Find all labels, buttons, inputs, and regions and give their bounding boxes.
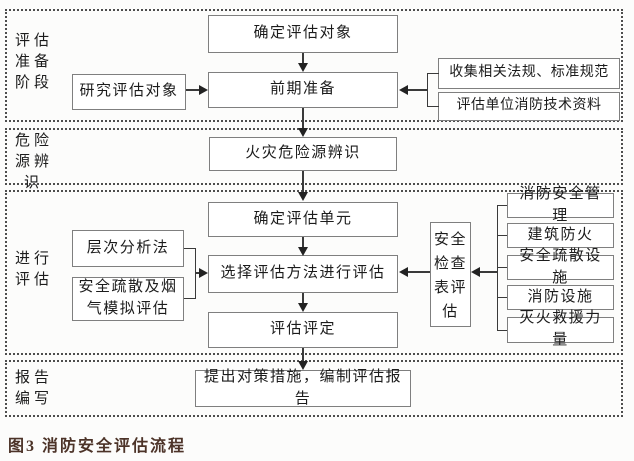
flow-box-ahp-method: 层次分析法: [72, 230, 184, 267]
arrow-down-icon: [298, 63, 308, 72]
stage-label-line: 源辨: [15, 154, 54, 170]
checklist-item-box: 安全疏散设施: [507, 248, 614, 286]
stage-label-line: 识: [24, 175, 40, 191]
bracket-line: [497, 235, 507, 236]
stage-label-preparation: 评估 准备 阶段: [15, 31, 53, 94]
arrow-line: [407, 271, 430, 273]
bracket-line: [497, 297, 507, 298]
stage-label-line: 评估: [15, 272, 54, 288]
arrow-down-icon: [298, 303, 308, 312]
bracket-line: [427, 73, 439, 74]
bracket-line: [497, 267, 507, 268]
arrow-right-icon: [199, 85, 208, 95]
stage-hazard-identification: [5, 128, 623, 185]
arrow-down-icon: [298, 361, 308, 370]
bracket-line: [184, 298, 196, 299]
flow-box-preparation: 前期准备: [208, 72, 398, 108]
stage-label-hazard-identification: 危险 源辨 识: [15, 131, 53, 194]
arrow-down-icon: [298, 192, 308, 201]
arrow-left-icon: [399, 85, 408, 95]
flow-box-fire-hazard-identification: 火灾危险源辨识: [209, 137, 397, 171]
flow-box-determine-unit: 确定评估单元: [208, 202, 398, 237]
stage-label-report-writing: 报告 编写: [15, 368, 53, 410]
arrow-left-icon: [399, 267, 408, 277]
flow-box-evacuation-smoke: 安全疏散及烟气模拟评估: [72, 277, 184, 321]
arrow-line: [302, 348, 304, 362]
stage-preparation: [5, 9, 623, 122]
checklist-item-box: 灭火救援力量: [507, 310, 614, 348]
bracket-line: [497, 330, 507, 331]
arrow-left-icon: [471, 267, 480, 277]
checklist-item-box: 建筑防火: [507, 223, 614, 248]
flow-box-determine-object: 确定评估对象: [208, 15, 398, 53]
bracket-line: [184, 248, 196, 249]
arrow-line: [302, 293, 304, 304]
arrow-line: [186, 89, 200, 91]
arrow-down-icon: [298, 247, 308, 256]
arrow-line: [479, 271, 497, 273]
arrow-line: [195, 272, 201, 274]
stage-label-conduct-assessment: 进行 评估: [15, 249, 53, 291]
flow-box-research-object: 研究评估对象: [72, 74, 186, 110]
bracket-line: [497, 205, 507, 206]
checklist-item-box: 消防安全管理: [507, 186, 614, 224]
flow-box-assessment-rating: 评估评定: [208, 312, 398, 348]
stage-report-writing: [5, 360, 623, 417]
bracket-line: [427, 106, 439, 107]
flow-box-countermeasure-report: 提出对策措施，编制评估报告: [195, 369, 411, 407]
arrow-line: [302, 108, 304, 129]
stage-label-line: 编写: [15, 391, 54, 407]
figure-caption: 图3 消防安全评估流程: [8, 438, 187, 455]
stage-label-line: 阶段: [15, 75, 54, 91]
stage-label-line: 评估: [15, 33, 54, 49]
stage-label-line: 进行: [15, 251, 54, 267]
stage-label-line: 报告: [15, 370, 54, 386]
stage-conduct-assessment: [5, 190, 623, 355]
flow-box-safety-checklist: 安全检查表评估: [430, 222, 471, 327]
checklist-item-box: 消防设施: [507, 285, 614, 310]
stage-label-line: 危险: [15, 133, 54, 149]
bracket-line: [497, 205, 498, 331]
flow-box-collect-regulations: 收集相关法规、标准规范: [438, 58, 620, 89]
arrow-line: [407, 89, 428, 91]
arrow-line: [302, 237, 304, 248]
arrow-line: [302, 53, 304, 65]
arrow-right-icon: [199, 268, 208, 278]
flow-box-unit-fire-data: 评估单位消防技术资料: [438, 92, 620, 121]
stage-label-line: 准备: [15, 54, 54, 70]
arrow-line: [302, 171, 304, 193]
flow-box-select-method: 选择评估方法进行评估: [208, 255, 398, 293]
arrow-down-icon: [298, 128, 308, 137]
